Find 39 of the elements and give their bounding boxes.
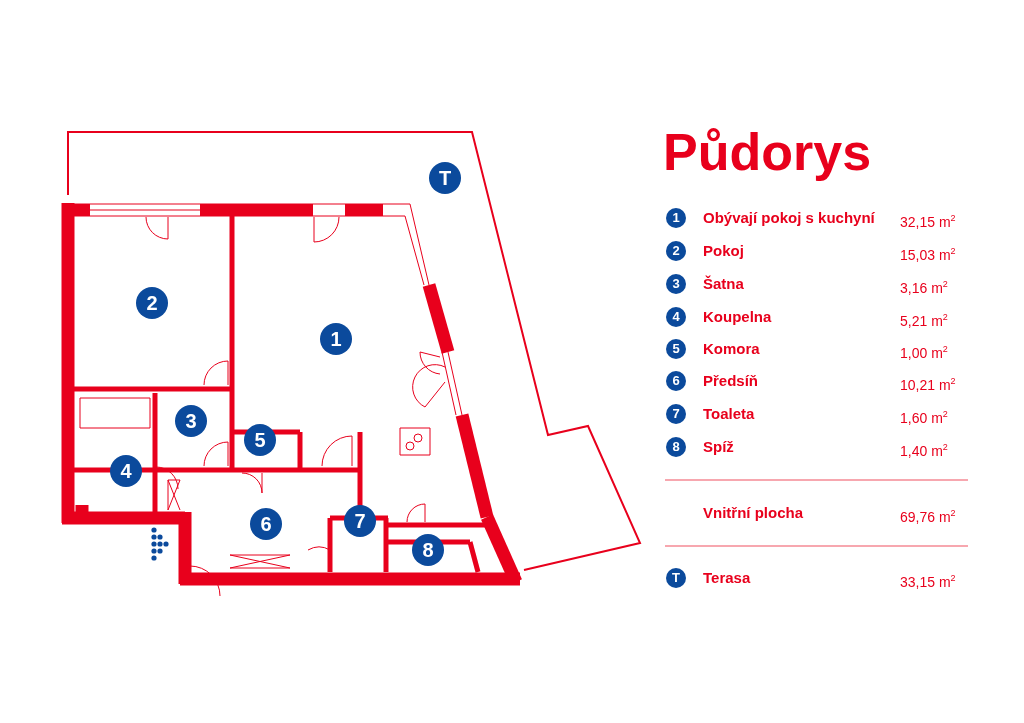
callout-number: 7 [666,404,686,424]
callout-number: 1 [666,208,686,228]
area-value: 69,76 m$^{2}$ [900,507,956,527]
callout-number: T [429,162,461,194]
callout-number: 5 [244,424,276,456]
area-value: 3,16 m$^{2}$ [900,278,948,298]
callout-number: 1 [320,323,352,355]
callout-number: 2 [666,241,686,261]
area-value: 1,60 m$^{2}$ [900,408,948,428]
room-name: Vnitřní plocha [703,503,803,523]
callout-number: 5 [666,339,686,359]
title: Půdorys [663,122,872,182]
callout-number: 4 [110,455,142,487]
callout-number: 2 [136,287,168,319]
callout-number: 6 [666,371,686,391]
room-name: Koupelna [703,307,772,327]
area-value: 1,40 m$^{2}$ [900,441,948,461]
area-value: 1,00 m$^{2}$ [900,343,948,363]
callout-number: 7 [344,505,376,537]
room-name: Terasa [703,568,751,588]
area-value: 32,15 m$^{2}$ [900,212,956,232]
callout-number: 3 [175,405,207,437]
room-name: Šatna [703,274,744,294]
callout-number: 4 [666,307,686,327]
room-name: Spíž [703,437,734,457]
room-name: Toaleta [703,404,755,424]
callout-number: T [666,568,686,588]
room-name: Obývají pokoj s kuchyní [703,208,875,228]
area-value: 5,21 m$^{2}$ [900,311,948,331]
area-value: 10,21 m$^{2}$ [900,375,956,395]
room-name: Pokoj [703,241,744,261]
callout-number: 3 [666,274,686,294]
area-value: 33,15 m$^{2}$ [900,572,956,592]
room-name: Komora [703,339,760,359]
room-name: Předsíň [703,371,759,391]
callout-number: 6 [250,508,282,540]
callout-number: 8 [666,437,686,457]
callout-number: 8 [412,534,444,566]
area-value: 15,03 m$^{2}$ [900,245,956,265]
